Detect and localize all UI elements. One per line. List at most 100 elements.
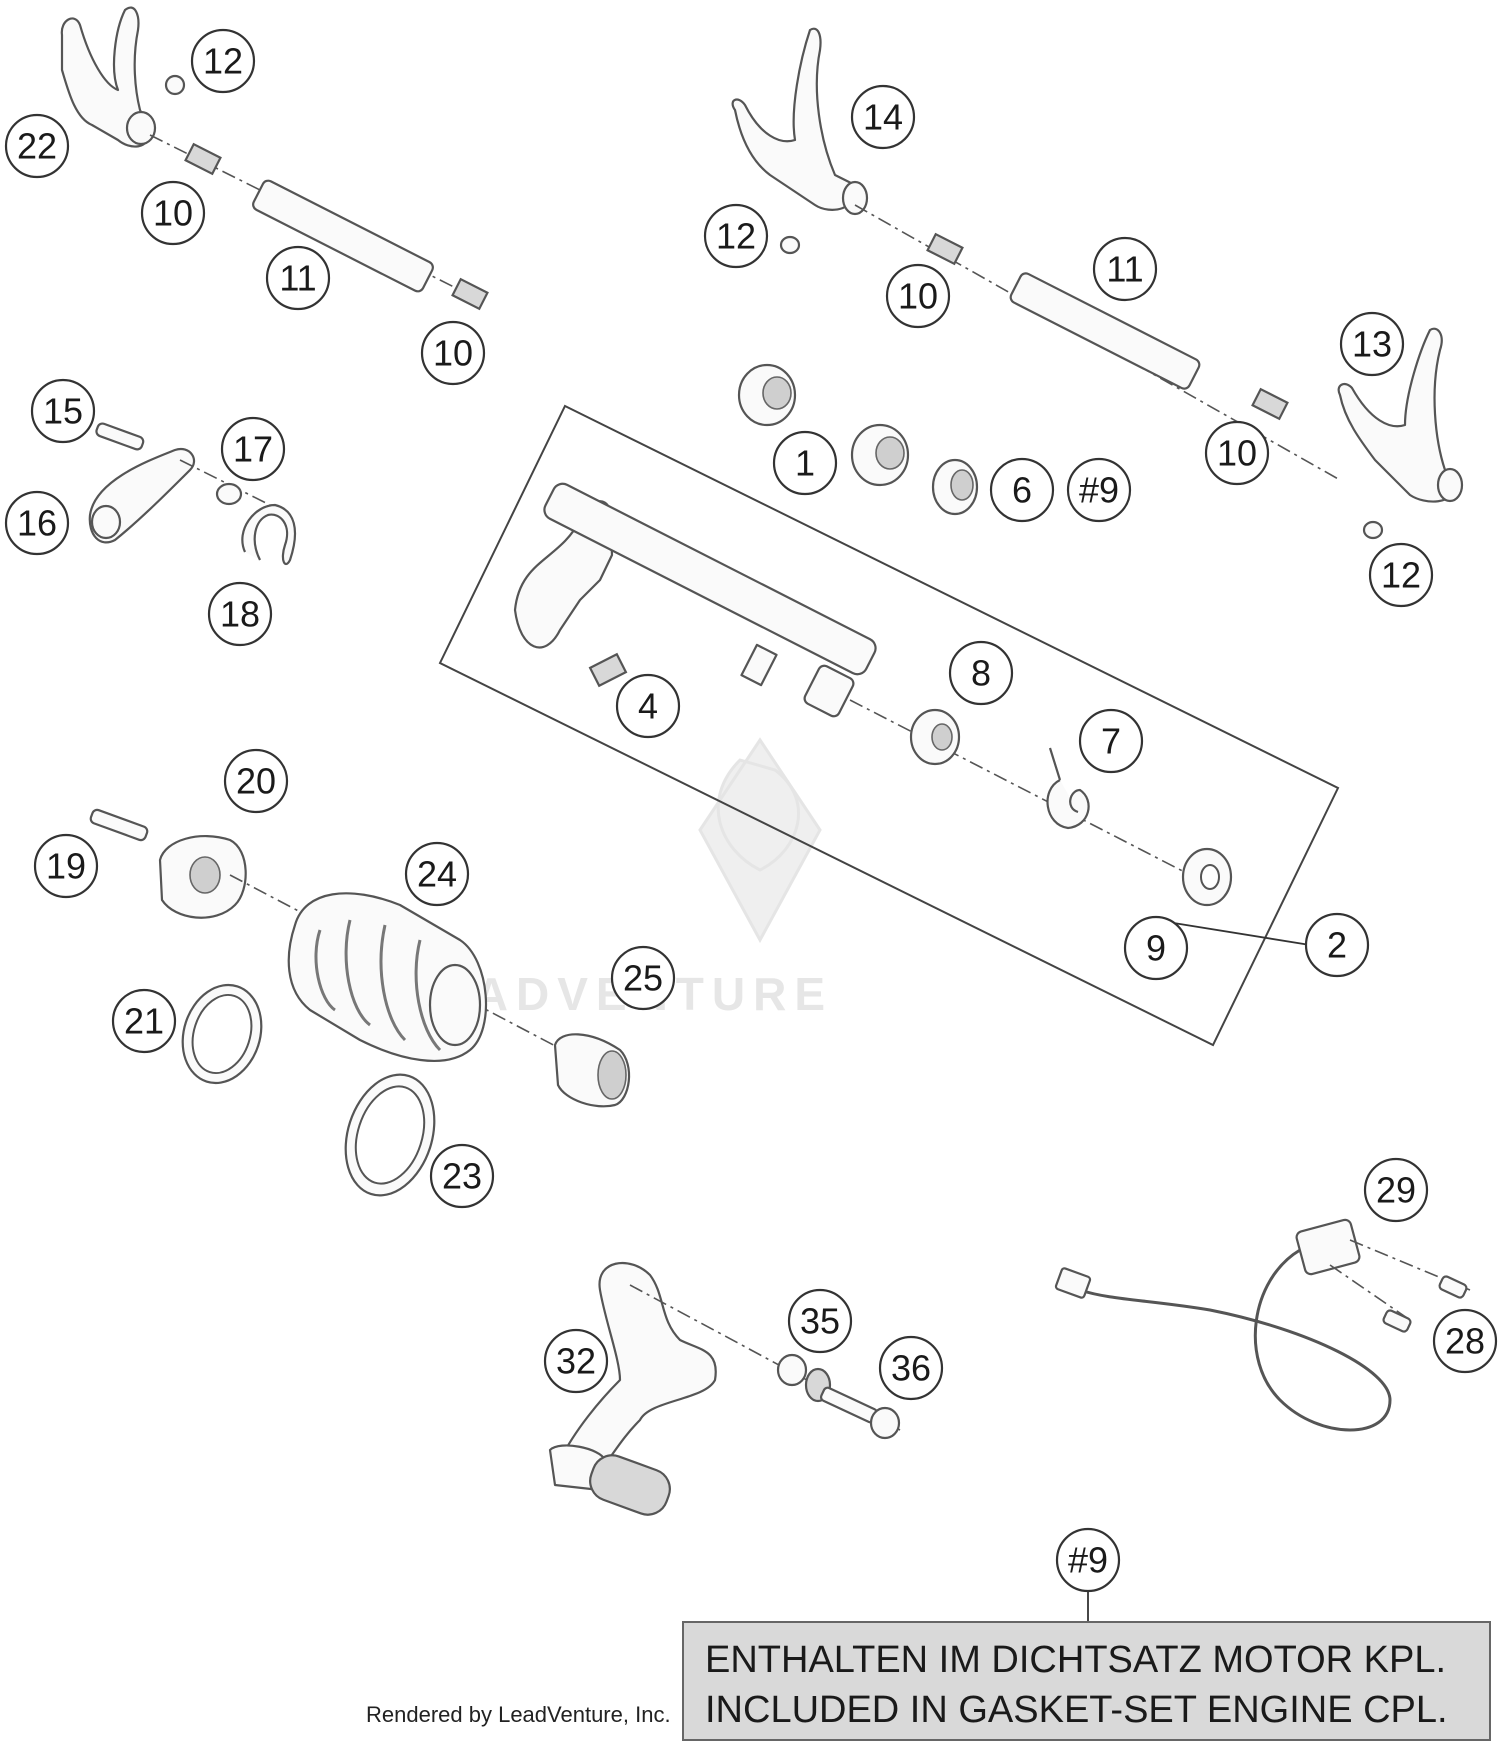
pin-12-top-left [164,74,186,96]
callout-18[interactable]: 18 [207,581,273,647]
callout-7[interactable]: 7 [1078,708,1144,774]
svg-text:22: 22 [17,126,57,167]
svg-text:1: 1 [795,443,815,484]
svg-text:#9: #9 [1079,470,1119,511]
svg-text:13: 13 [1352,324,1392,365]
svg-text:9: 9 [1146,928,1166,969]
shaft-11-top-left [252,179,434,293]
spring-10-top-mid [926,232,964,266]
svg-text:19: 19 [46,846,86,887]
svg-text:17: 17 [233,429,273,470]
callout-28[interactable]: 28 [1432,1308,1498,1374]
callout-10-top-mid[interactable]: 10 [885,263,951,329]
drum-end-25 [553,1033,631,1108]
callout-22[interactable]: 22 [4,113,70,179]
svg-text:36: 36 [891,1348,931,1389]
callout-2[interactable]: 2 [1304,912,1370,978]
callout-29[interactable]: 29 [1363,1157,1429,1223]
svg-text:2: 2 [1327,925,1347,966]
bearing-1a [737,363,797,427]
shift-drum-24 [287,892,488,1062]
spring-7 [1046,747,1090,830]
callout-12-right[interactable]: 12 [1368,542,1434,608]
bearing-21 [181,983,263,1085]
svg-text:23: 23 [442,1156,482,1197]
washer-35 [776,1353,808,1387]
callout-1[interactable]: 1 [772,430,838,496]
screw-19 [89,808,149,842]
svg-text:7: 7 [1101,721,1121,762]
callout-25[interactable]: 25 [610,945,676,1011]
svg-text:25: 25 [623,958,663,999]
callout-11-top-right[interactable]: 11 [1092,236,1158,302]
callout-4[interactable]: 4 [615,673,681,739]
callout-32[interactable]: 32 [543,1328,609,1394]
callout-9-ref[interactable]: #9 [1066,457,1132,523]
svg-text:10: 10 [1217,433,1257,474]
callout-9[interactable]: 9 [1123,915,1189,981]
svg-text:11: 11 [279,258,316,299]
callout-6[interactable]: 6 [989,457,1055,523]
note-line-english: INCLUDED IN GASKET-SET ENGINE CPL. [705,1689,1448,1731]
callout-35[interactable]: 35 [787,1288,853,1354]
render-credit: Rendered by LeadVenture, Inc. [366,1702,671,1727]
watermark-logo [698,737,822,944]
screw-28a [1438,1275,1468,1299]
shift-fork-14 [731,27,869,216]
shift-drum-segment-20 [158,835,247,919]
bushing-8 [909,708,961,766]
note-box: ENTHALTEN IM DICHTSATZ MOTOR KPL. INCLUD… [682,1621,1491,1741]
seal-6 [931,458,979,516]
svg-text:28: 28 [1445,1321,1485,1362]
shift-lever-32 [548,1261,717,1516]
gear-position-sensor-29 [1054,1218,1392,1432]
svg-text:14: 14 [863,97,903,138]
screw-15 [95,422,145,451]
callout-15[interactable]: 15 [30,378,96,444]
note-ref-callout[interactable]: #9 [1055,1527,1121,1593]
spring-18 [241,503,297,566]
svg-text:16: 16 [17,503,57,544]
svg-text:12: 12 [716,216,756,257]
callout-20[interactable]: 20 [223,748,289,814]
note-line-german: ENTHALTEN IM DICHTSATZ MOTOR KPL. [705,1639,1446,1681]
shift-fork-13 [1337,327,1464,503]
callout-12-top-mid[interactable]: 12 [703,203,769,269]
svg-text:20: 20 [236,761,276,802]
callout-17[interactable]: 17 [220,416,286,482]
bearing-23 [344,1073,436,1197]
callout-13[interactable]: 13 [1339,311,1405,377]
callout-14[interactable]: 14 [850,84,916,150]
callout-23[interactable]: 23 [429,1143,495,1209]
svg-text:10: 10 [898,276,938,317]
callout-8[interactable]: 8 [948,640,1014,706]
shaft-11-top-right [1009,272,1201,390]
svg-text:15: 15 [43,391,83,432]
callout-12-top-left[interactable]: 12 [190,28,256,94]
callout-16[interactable]: 16 [4,490,70,556]
callout-24[interactable]: 24 [404,841,470,907]
shift-fork-22 [60,6,157,148]
washer-9 [1181,847,1233,907]
callout-10-right[interactable]: 10 [1204,420,1270,486]
svg-text:21: 21 [124,1001,164,1042]
callout-10-top-left-b[interactable]: 10 [420,320,486,386]
svg-text:8: 8 [971,653,991,694]
svg-text:32: 32 [556,1341,596,1382]
callout-10-top-left[interactable]: 10 [140,180,206,246]
callout-19[interactable]: 19 [33,833,99,899]
svg-text:35: 35 [800,1301,840,1342]
spring-10-top-right [1251,387,1289,421]
shift-shaft-2 [513,482,877,718]
screw-28b [1382,1309,1412,1333]
svg-text:29: 29 [1376,1170,1416,1211]
shift-shaft-kit-box [438,404,1340,1047]
callout-11-top-left[interactable]: 11 [265,245,331,311]
callout-21[interactable]: 21 [111,988,177,1054]
callout-36[interactable]: 36 [878,1335,944,1401]
svg-text:24: 24 [417,854,457,895]
pin-12-top-mid [779,235,801,255]
svg-text:10: 10 [433,333,473,374]
lever-16 [88,447,196,544]
